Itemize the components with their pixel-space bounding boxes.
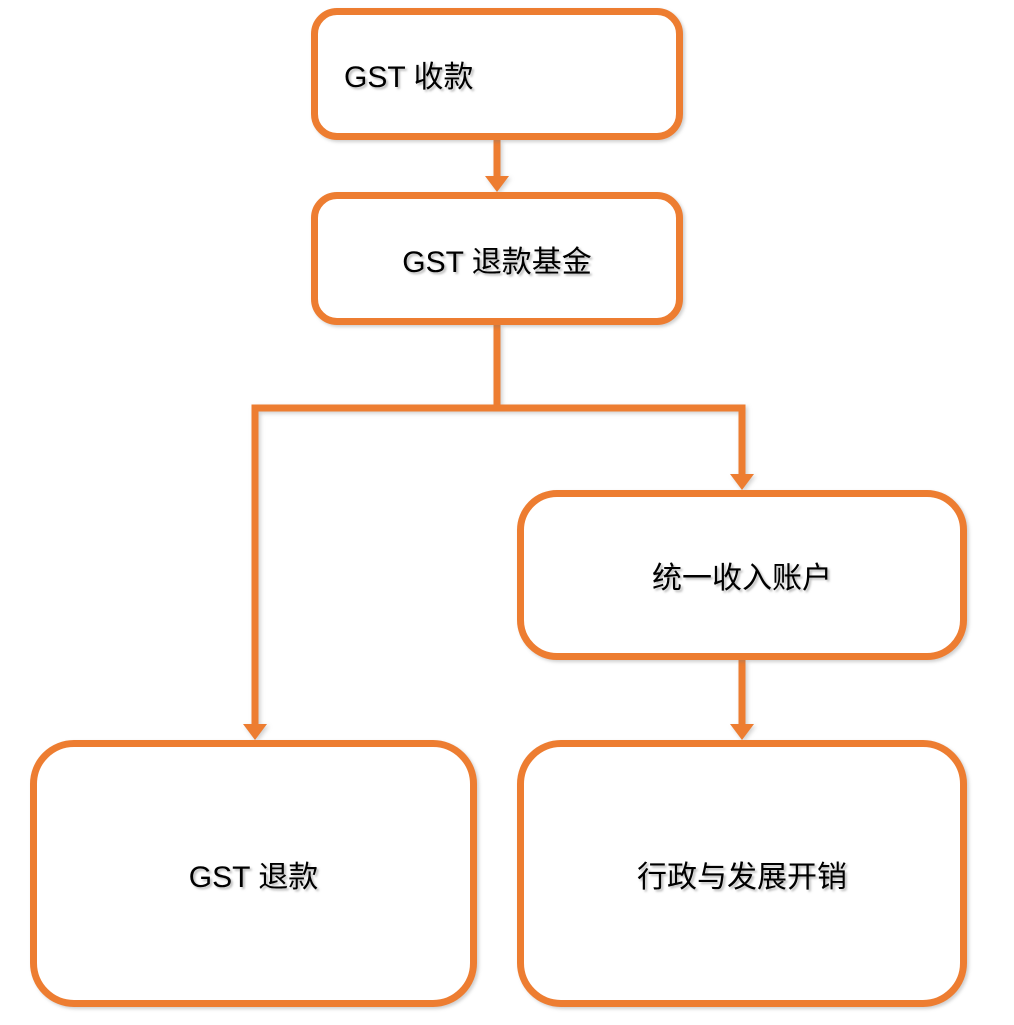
- node-gst-refund-fund: GST 退款基金: [311, 192, 683, 325]
- node-gst-refund-label: GST 退款: [188, 860, 319, 894]
- edge-gst-refund-fund-to-consolidated-revenue-account: [493, 404, 754, 490]
- node-gst-collection: GST 收款: [311, 8, 683, 140]
- node-consolidated-revenue-account-label: 统一收入账户: [652, 562, 832, 595]
- arrowhead-icon: [243, 724, 267, 740]
- node-admin-development-expenses-label: 行政与发展开销: [637, 860, 847, 894]
- node-gst-refund-fund-label: GST 退款基金: [402, 245, 592, 279]
- arrowhead-icon: [730, 474, 754, 490]
- edge-consolidated-revenue-account-to-admin-development-expenses: [730, 660, 754, 740]
- node-consolidated-revenue-account: 统一收入账户: [517, 490, 967, 660]
- arrowhead-icon: [730, 724, 754, 740]
- node-admin-development-expenses: 行政与发展开销: [517, 740, 967, 1007]
- arrowhead-icon: [485, 176, 509, 192]
- node-gst-collection-label: GST 收款: [344, 61, 474, 94]
- edge-gst-collection-to-gst-refund-fund: [485, 140, 509, 192]
- node-gst-refund: GST 退款: [30, 740, 477, 1007]
- edge-gst-refund-fund-to-gst-refund: [243, 325, 501, 740]
